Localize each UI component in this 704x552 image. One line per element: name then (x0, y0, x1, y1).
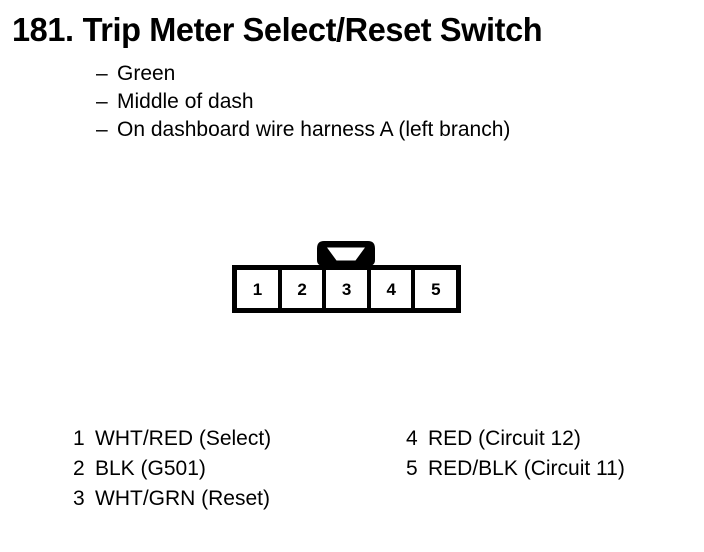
legend-row: 1 WHT/RED (Select) (73, 424, 271, 454)
cavity-number: 2 (297, 279, 307, 299)
cavity-number: 5 (431, 279, 441, 299)
dash-icon: – (96, 118, 108, 141)
dash-icon: – (96, 90, 108, 113)
pin-legend: 1 WHT/RED (Select) 2 BLK (G501) 3 WHT/GR… (0, 424, 704, 534)
legend-pin-number: 2 (73, 457, 85, 480)
legend-pin-number: 5 (406, 457, 418, 480)
connector-cavity-5: 5 (415, 270, 456, 308)
item-number: 181. (12, 11, 74, 48)
legend-pin-description: RED/BLK (Circuit 11) (428, 457, 625, 480)
legend-pin-number: 1 (73, 427, 85, 450)
title-text: Trip Meter Select/Reset Switch (82, 11, 543, 48)
legend-pin-description: WHT/GRN (Reset) (95, 487, 270, 510)
connector-cavity-4: 4 (370, 270, 416, 308)
legend-row: 2 BLK (G501) (73, 454, 271, 484)
attribute-list: – Green – Middle of dash – On dashboard … (96, 60, 656, 144)
legend-pin-description: RED (Circuit 12) (428, 427, 581, 450)
dash-icon: – (96, 62, 108, 85)
legend-row: 5 RED/BLK (Circuit 11) (406, 454, 625, 484)
page-title: 181.Trip Meter Select/Reset Switch (12, 10, 543, 50)
legend-pin-description: WHT/RED (Select) (95, 427, 272, 450)
pin-legend-right-column: 4 RED (Circuit 12) 5 RED/BLK (Circuit 11… (406, 424, 625, 484)
connector-cavity-3: 3 (326, 270, 371, 308)
list-item-label: Middle of dash (117, 90, 254, 113)
list-item-label: Green (117, 62, 176, 85)
cavity-number: 3 (341, 279, 352, 299)
pin-legend-left-column: 1 WHT/RED (Select) 2 BLK (G501) 3 WHT/GR… (73, 424, 271, 514)
list-item-label: On dashboard wire harness A (left branch… (117, 118, 511, 141)
legend-row: 3 WHT/GRN (Reset) (73, 484, 271, 514)
legend-pin-number: 4 (406, 427, 418, 450)
cavity-number: 1 (252, 279, 262, 299)
list-item: – Middle of dash (96, 88, 656, 116)
connector-body: 1 2 3 4 5 (232, 265, 461, 313)
legend-pin-number: 3 (73, 487, 85, 510)
legend-pin-description: BLK (G501) (95, 457, 206, 480)
connector-cavity-1: 1 (237, 270, 282, 308)
legend-row: 4 RED (Circuit 12) (406, 424, 625, 454)
cavity-number: 4 (386, 279, 396, 299)
list-item: – Green (96, 60, 656, 88)
connector-diagram: 1 2 3 4 5 (232, 240, 464, 318)
list-item: – On dashboard wire harness A (left bran… (96, 116, 656, 144)
connector-cavity-2: 2 (281, 270, 327, 308)
connector-lock-tab-icon (316, 240, 376, 267)
